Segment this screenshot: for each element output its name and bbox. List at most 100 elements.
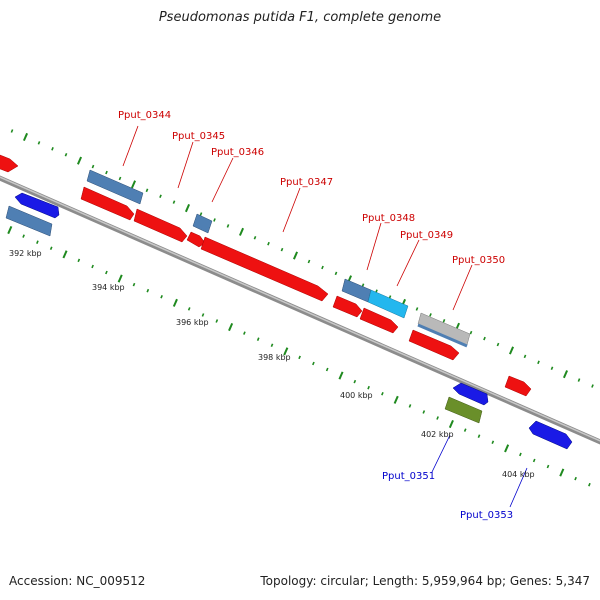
minor-tick <box>91 164 95 169</box>
minor-tick <box>312 361 315 366</box>
gene-pput-0353-blue[interactable] <box>528 420 573 450</box>
minor-tick <box>105 170 108 175</box>
minor-tick <box>588 482 591 487</box>
minor-tick <box>367 385 370 390</box>
minor-tick <box>64 152 68 157</box>
gene-pput-0346-red[interactable] <box>186 231 206 248</box>
scale-labels: 392 kbp 394 kbp 396 kbp 398 kbp 400 kbp … <box>9 249 535 479</box>
gene-pput-0349-cyan[interactable] <box>367 289 409 319</box>
major-tick <box>338 371 344 380</box>
genome-backbone-highlight <box>0 176 600 442</box>
minor-tick <box>37 141 41 145</box>
minor-tick <box>132 282 136 287</box>
label-pput-0348[interactable]: Pput_0348 <box>362 213 415 224</box>
gene-features[interactable] <box>0 153 573 450</box>
gene-pput-0349-red[interactable] <box>359 307 399 334</box>
minor-tick <box>408 404 412 408</box>
major-tick <box>22 132 29 142</box>
minor-tick <box>159 194 162 199</box>
major-tick <box>228 322 234 332</box>
gene-blue-left[interactable] <box>14 192 60 219</box>
major-tick <box>448 419 454 429</box>
label-pput-0347[interactable]: Pput_0347 <box>280 177 333 188</box>
minor-tick <box>463 428 467 432</box>
label-pput-0349[interactable]: Pput_0349 <box>400 230 453 241</box>
major-tick <box>508 346 515 355</box>
minor-tick <box>49 246 53 251</box>
minor-tick <box>172 200 176 204</box>
tick-marks <box>7 129 594 487</box>
gene-pput-0346-steel[interactable] <box>192 213 213 234</box>
minor-tick <box>546 464 550 469</box>
kbp-label-394: 394 kbp <box>92 283 125 292</box>
gene-labels[interactable]: Pput_0344 Pput_0345 Pput_0346 Pput_0347 … <box>118 110 513 521</box>
label-pput-0345[interactable]: Pput_0345 <box>172 131 225 142</box>
minor-tick <box>537 360 540 365</box>
major-tick <box>62 250 68 259</box>
minor-tick <box>253 235 257 240</box>
major-tick <box>283 347 289 356</box>
gene-pput-0348-red[interactable] <box>332 295 363 318</box>
minor-tick <box>429 313 432 317</box>
label-pput-0346[interactable]: Pput_0346 <box>211 147 264 158</box>
gene-pput-0351-olive[interactable] <box>444 396 483 424</box>
minor-tick <box>10 129 14 133</box>
minor-tick <box>270 343 274 348</box>
minor-tick <box>118 176 122 181</box>
minor-tick <box>22 234 25 238</box>
minor-tick <box>226 224 230 228</box>
minor-tick <box>160 294 163 299</box>
major-tick <box>504 444 510 453</box>
gene-pput-0345-red[interactable] <box>133 208 188 243</box>
major-tick <box>7 225 13 235</box>
label-pput-0353[interactable]: Pput_0353 <box>460 510 513 521</box>
accession-text: Accession: NC_009512 <box>9 574 146 588</box>
major-tick <box>184 204 191 213</box>
minor-tick <box>415 307 419 311</box>
minor-tick <box>477 434 481 438</box>
minor-tick <box>187 307 191 311</box>
minor-tick <box>146 288 150 293</box>
gene-pput-0344-steel[interactable] <box>86 169 144 205</box>
minor-tick <box>325 367 329 372</box>
kbp-label-400: 400 kbp <box>340 391 373 400</box>
minor-tick <box>243 331 246 335</box>
major-tick <box>76 156 83 165</box>
leader-lines <box>122 125 528 508</box>
label-pput-0351[interactable]: Pput_0351 <box>382 471 435 482</box>
gene-steel-left[interactable] <box>5 205 53 237</box>
gene-pput-0347-red[interactable] <box>200 236 329 302</box>
major-tick <box>172 298 178 307</box>
gene-red-right[interactable] <box>504 375 532 397</box>
minor-tick <box>51 147 54 151</box>
minor-tick <box>36 240 39 244</box>
minor-tick <box>491 440 495 445</box>
minor-tick <box>577 378 581 382</box>
major-tick <box>292 251 299 260</box>
major-tick <box>130 180 137 189</box>
minor-tick <box>145 188 149 193</box>
minor-tick <box>321 265 324 270</box>
minor-tick <box>199 212 203 216</box>
minor-tick <box>422 410 426 414</box>
label-pput-0344[interactable]: Pput_0344 <box>118 110 171 121</box>
minor-tick <box>591 384 594 388</box>
gene-pput-0348-steel[interactable] <box>341 278 372 303</box>
minor-tick <box>469 330 473 335</box>
major-tick <box>393 395 399 404</box>
gene-red-left-edge[interactable] <box>0 153 19 173</box>
major-tick <box>117 274 123 283</box>
minor-tick <box>550 366 554 371</box>
minor-tick <box>532 458 536 463</box>
minor-tick <box>436 416 439 420</box>
gene-pput-0351-blue[interactable] <box>452 382 489 406</box>
minor-tick <box>105 270 108 275</box>
kbp-label-392: 392 kbp <box>9 249 42 258</box>
label-pput-0350[interactable]: Pput_0350 <box>452 255 505 266</box>
gene-pput-0344-red[interactable] <box>80 186 135 221</box>
genome-stats-text: Topology: circular; Length: 5,959,964 bp… <box>260 574 590 588</box>
minor-tick <box>213 218 216 222</box>
gene-pput-0350-red[interactable] <box>408 329 460 361</box>
kbp-label-396: 396 kbp <box>176 318 209 327</box>
